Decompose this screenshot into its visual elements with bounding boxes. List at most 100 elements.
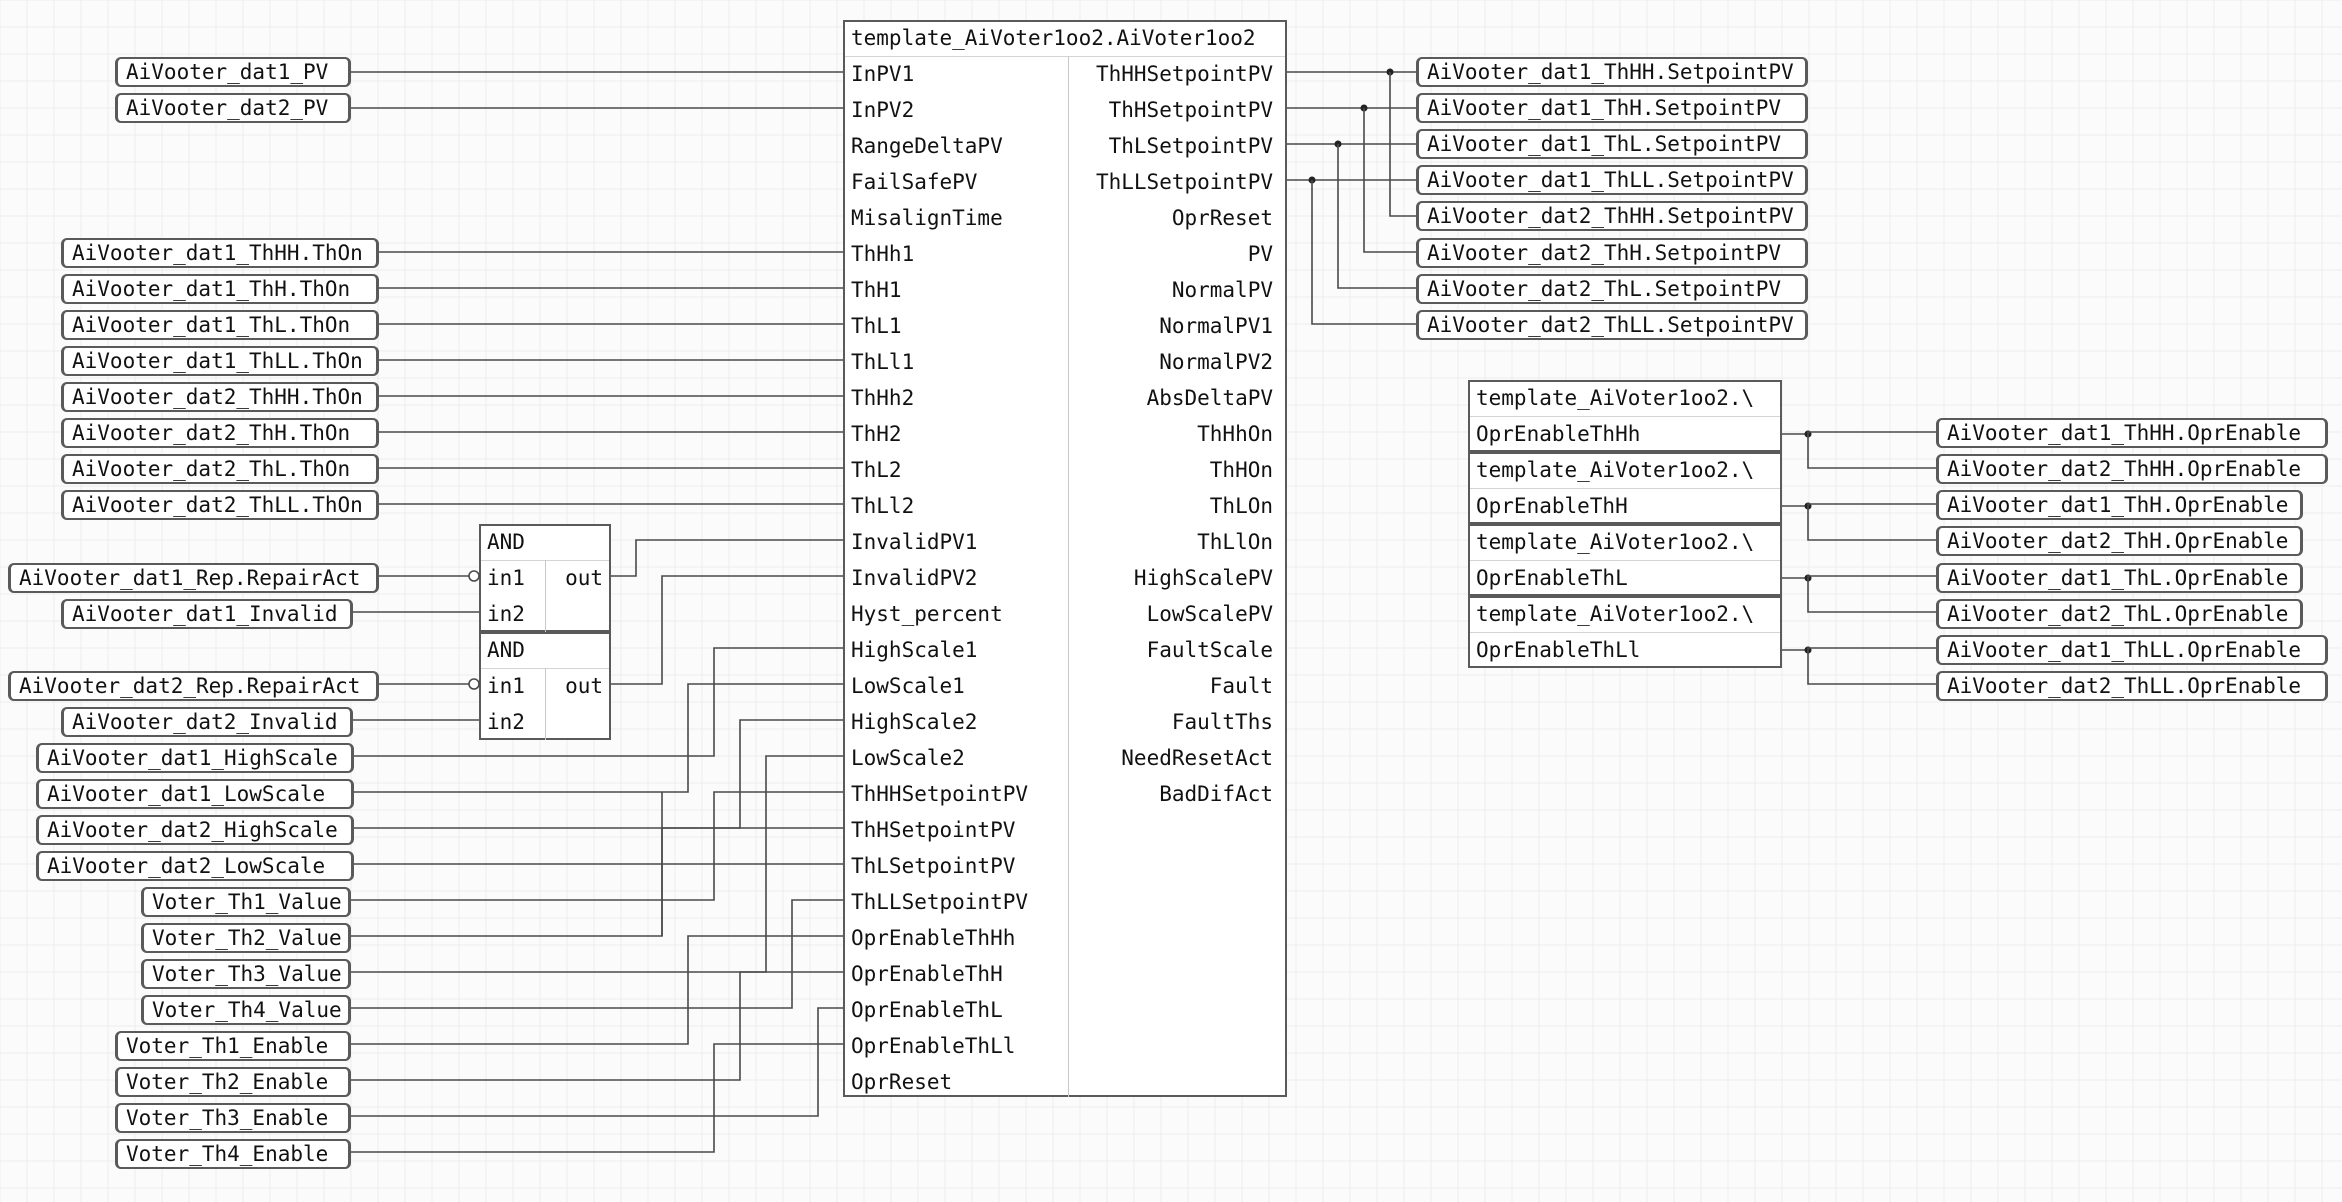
input-pin-oprenablethhh: OprEnableThHh xyxy=(851,926,1016,950)
template-box-oprenable-thhh[interactable]: template_AiVoter1oo2.\ OprEnableThHh xyxy=(1468,380,1782,452)
oprenable-tag[interactable]: AiVooter_dat1_ThHH.OprEnable xyxy=(1936,418,2328,448)
setpoint-output-tag[interactable]: AiVooter_dat2_ThLL.SetpointPV xyxy=(1416,310,1808,340)
template-box-oprenable-thl[interactable]: template_AiVoter1oo2.\ OprEnableThL xyxy=(1468,524,1782,596)
input-pin-misaligntime: MisalignTime xyxy=(851,206,1003,230)
input-pin-thhh1: ThHh1 xyxy=(851,242,915,266)
output-pin-faultscale: FaultScale xyxy=(1146,638,1273,662)
input-pin-thl1: ThL1 xyxy=(851,314,902,338)
input-pin-oprreset: OprReset xyxy=(851,1070,953,1094)
input-pin-thhsetpointpv: ThHSetpointPV xyxy=(851,818,1016,842)
output-pin-thhhsetpointpv: ThHHSetpointPV xyxy=(1095,62,1273,86)
input-tag[interactable]: AiVooter_dat2_Rep.RepairAct xyxy=(8,671,379,701)
input-pin-thllsetpointpv: ThLLSetpointPV xyxy=(851,890,1029,914)
output-pin-faultths: FaultThs xyxy=(1171,710,1273,734)
output-pin-thhon: ThHOn xyxy=(1209,458,1273,482)
input-tag[interactable]: AiVooter_dat2_PV xyxy=(115,93,351,123)
input-pin-thh1: ThH1 xyxy=(851,278,902,302)
input-pin-oprenablethll: OprEnableThLl xyxy=(851,1034,1016,1058)
input-pin-thlsetpointpv: ThLSetpointPV xyxy=(851,854,1016,878)
input-tag[interactable]: AiVooter_dat1_Invalid xyxy=(61,599,353,629)
oprenable-tag[interactable]: AiVooter_dat1_ThH.OprEnable xyxy=(1936,490,2303,520)
setpoint-output-tag[interactable]: AiVooter_dat1_ThLL.SetpointPV xyxy=(1416,165,1808,195)
output-pin-thllsetpointpv: ThLLSetpointPV xyxy=(1095,170,1273,194)
oprenable-tag[interactable]: AiVooter_dat2_ThL.OprEnable xyxy=(1936,599,2303,629)
output-pin-baddifact: BadDifAct xyxy=(1159,782,1273,806)
template-box-param: OprEnableThH xyxy=(1476,494,1628,518)
setpoint-output-tag[interactable]: AiVooter_dat2_ThH.SetpointPV xyxy=(1416,238,1808,268)
input-tag[interactable]: AiVooter_dat1_PV xyxy=(115,57,351,87)
template-box-oprenable-thh[interactable]: template_AiVoter1oo2.\ OprEnableThH xyxy=(1468,452,1782,524)
input-tag[interactable]: Voter_Th3_Value xyxy=(141,959,351,989)
oprenable-tag[interactable]: AiVooter_dat1_ThLL.OprEnable xyxy=(1936,635,2328,665)
template-box-param: OprEnableThHh xyxy=(1476,422,1641,446)
input-tag[interactable]: AiVooter_dat1_ThLL.ThOn xyxy=(61,346,379,376)
main-block-title: template_AiVoter1oo2.AiVoter1oo2 xyxy=(851,26,1256,50)
input-pin-thll2: ThLl2 xyxy=(851,494,915,518)
and-block-1[interactable]: AND in1 in2 out xyxy=(479,524,611,632)
output-pin-needresetact: NeedResetAct xyxy=(1121,746,1273,770)
input-pin-hyst_percent: Hyst_percent xyxy=(851,602,1003,626)
setpoint-output-tag[interactable]: AiVooter_dat1_ThL.SetpointPV xyxy=(1416,129,1808,159)
input-tag[interactable]: Voter_Th2_Enable xyxy=(115,1067,351,1097)
template-box-divider xyxy=(1470,488,1780,489)
input-pin-rangedeltapv: RangeDeltaPV xyxy=(851,134,1003,158)
and-block-2[interactable]: AND in1 in2 out xyxy=(479,632,611,740)
output-pin-absdeltapv: AbsDeltaPV xyxy=(1146,386,1273,410)
template-box-path: template_AiVoter1oo2.\ xyxy=(1476,386,1755,410)
input-pin-thh2: ThH2 xyxy=(851,422,902,446)
output-pin-thllon: ThLlOn xyxy=(1197,530,1273,554)
input-tag[interactable]: AiVooter_dat1_ThHH.ThOn xyxy=(61,238,379,268)
input-tag[interactable]: AiVooter_dat2_HighScale xyxy=(36,815,354,845)
template-box-divider xyxy=(1470,560,1780,561)
input-tag[interactable]: AiVooter_dat2_ThHH.ThOn xyxy=(61,382,379,412)
and-in2-pin: in2 xyxy=(487,710,525,734)
input-tag[interactable]: AiVooter_dat2_ThLL.ThOn xyxy=(61,490,379,520)
template-box-divider xyxy=(1470,632,1780,633)
and-in1-pin: in1 xyxy=(487,566,525,590)
setpoint-output-tag[interactable]: AiVooter_dat2_ThHH.SetpointPV xyxy=(1416,201,1808,231)
input-tag[interactable]: AiVooter_dat1_LowScale xyxy=(36,779,354,809)
output-pin-normalpv: NormalPV xyxy=(1171,278,1273,302)
oprenable-tag[interactable]: AiVooter_dat2_ThHH.OprEnable xyxy=(1936,454,2328,484)
template-box-oprenable-thll[interactable]: template_AiVoter1oo2.\ OprEnableThLl xyxy=(1468,596,1782,668)
and-out-pin: out xyxy=(565,566,603,590)
title-divider xyxy=(845,56,1285,57)
oprenable-tag[interactable]: AiVooter_dat2_ThH.OprEnable xyxy=(1936,526,2303,556)
input-tag[interactable]: Voter_Th3_Enable xyxy=(115,1103,351,1133)
input-tag[interactable]: Voter_Th2_Value xyxy=(141,923,351,953)
input-tag[interactable]: AiVooter_dat2_ThL.ThOn xyxy=(61,454,379,484)
input-tag[interactable]: AiVooter_dat1_Rep.RepairAct xyxy=(8,563,379,593)
input-tag[interactable]: Voter_Th1_Value xyxy=(141,887,351,917)
input-tag[interactable]: AiVooter_dat1_HighScale xyxy=(36,743,354,773)
output-pin-thlsetpointpv: ThLSetpointPV xyxy=(1108,134,1273,158)
input-pin-lowscale2: LowScale2 xyxy=(851,746,965,770)
pin-column-divider xyxy=(1068,56,1069,1097)
input-pin-thll1: ThLl1 xyxy=(851,350,915,374)
and-in1-pin: in1 xyxy=(487,674,525,698)
input-tag[interactable]: AiVooter_dat2_ThH.ThOn xyxy=(61,418,379,448)
oprenable-tag[interactable]: AiVooter_dat1_ThL.OprEnable xyxy=(1936,563,2303,593)
template-box-path: template_AiVoter1oo2.\ xyxy=(1476,458,1755,482)
setpoint-output-tag[interactable]: AiVooter_dat1_ThHH.SetpointPV xyxy=(1416,57,1808,87)
setpoint-output-tag[interactable]: AiVooter_dat1_ThH.SetpointPV xyxy=(1416,93,1808,123)
input-tag[interactable]: Voter_Th1_Enable xyxy=(115,1031,351,1061)
input-tag[interactable]: AiVooter_dat2_LowScale xyxy=(36,851,354,881)
input-tag[interactable]: AiVooter_dat1_ThL.ThOn xyxy=(61,310,379,340)
setpoint-output-tag[interactable]: AiVooter_dat2_ThL.SetpointPV xyxy=(1416,274,1808,304)
template-box-path: template_AiVoter1oo2.\ xyxy=(1476,602,1755,626)
output-pin-oprreset: OprReset xyxy=(1171,206,1273,230)
output-pin-highscalepv: HighScalePV xyxy=(1133,566,1273,590)
input-tag[interactable]: AiVooter_dat2_Invalid xyxy=(61,707,353,737)
input-pin-highscale2: HighScale2 xyxy=(851,710,978,734)
and-block-title: AND xyxy=(487,530,525,554)
input-pin-lowscale1: LowScale1 xyxy=(851,674,965,698)
input-tag[interactable]: Voter_Th4_Enable xyxy=(115,1139,351,1169)
input-tag[interactable]: AiVooter_dat1_ThH.ThOn xyxy=(61,274,379,304)
input-tag[interactable]: Voter_Th4_Value xyxy=(141,995,351,1025)
output-pin-fault: Fault xyxy=(1209,674,1273,698)
and-column-divider xyxy=(545,560,546,632)
input-pin-thhhsetpointpv: ThHHSetpointPV xyxy=(851,782,1029,806)
oprenable-tag[interactable]: AiVooter_dat2_ThLL.OprEnable xyxy=(1936,671,2328,701)
output-pin-thhhon: ThHhOn xyxy=(1197,422,1273,446)
